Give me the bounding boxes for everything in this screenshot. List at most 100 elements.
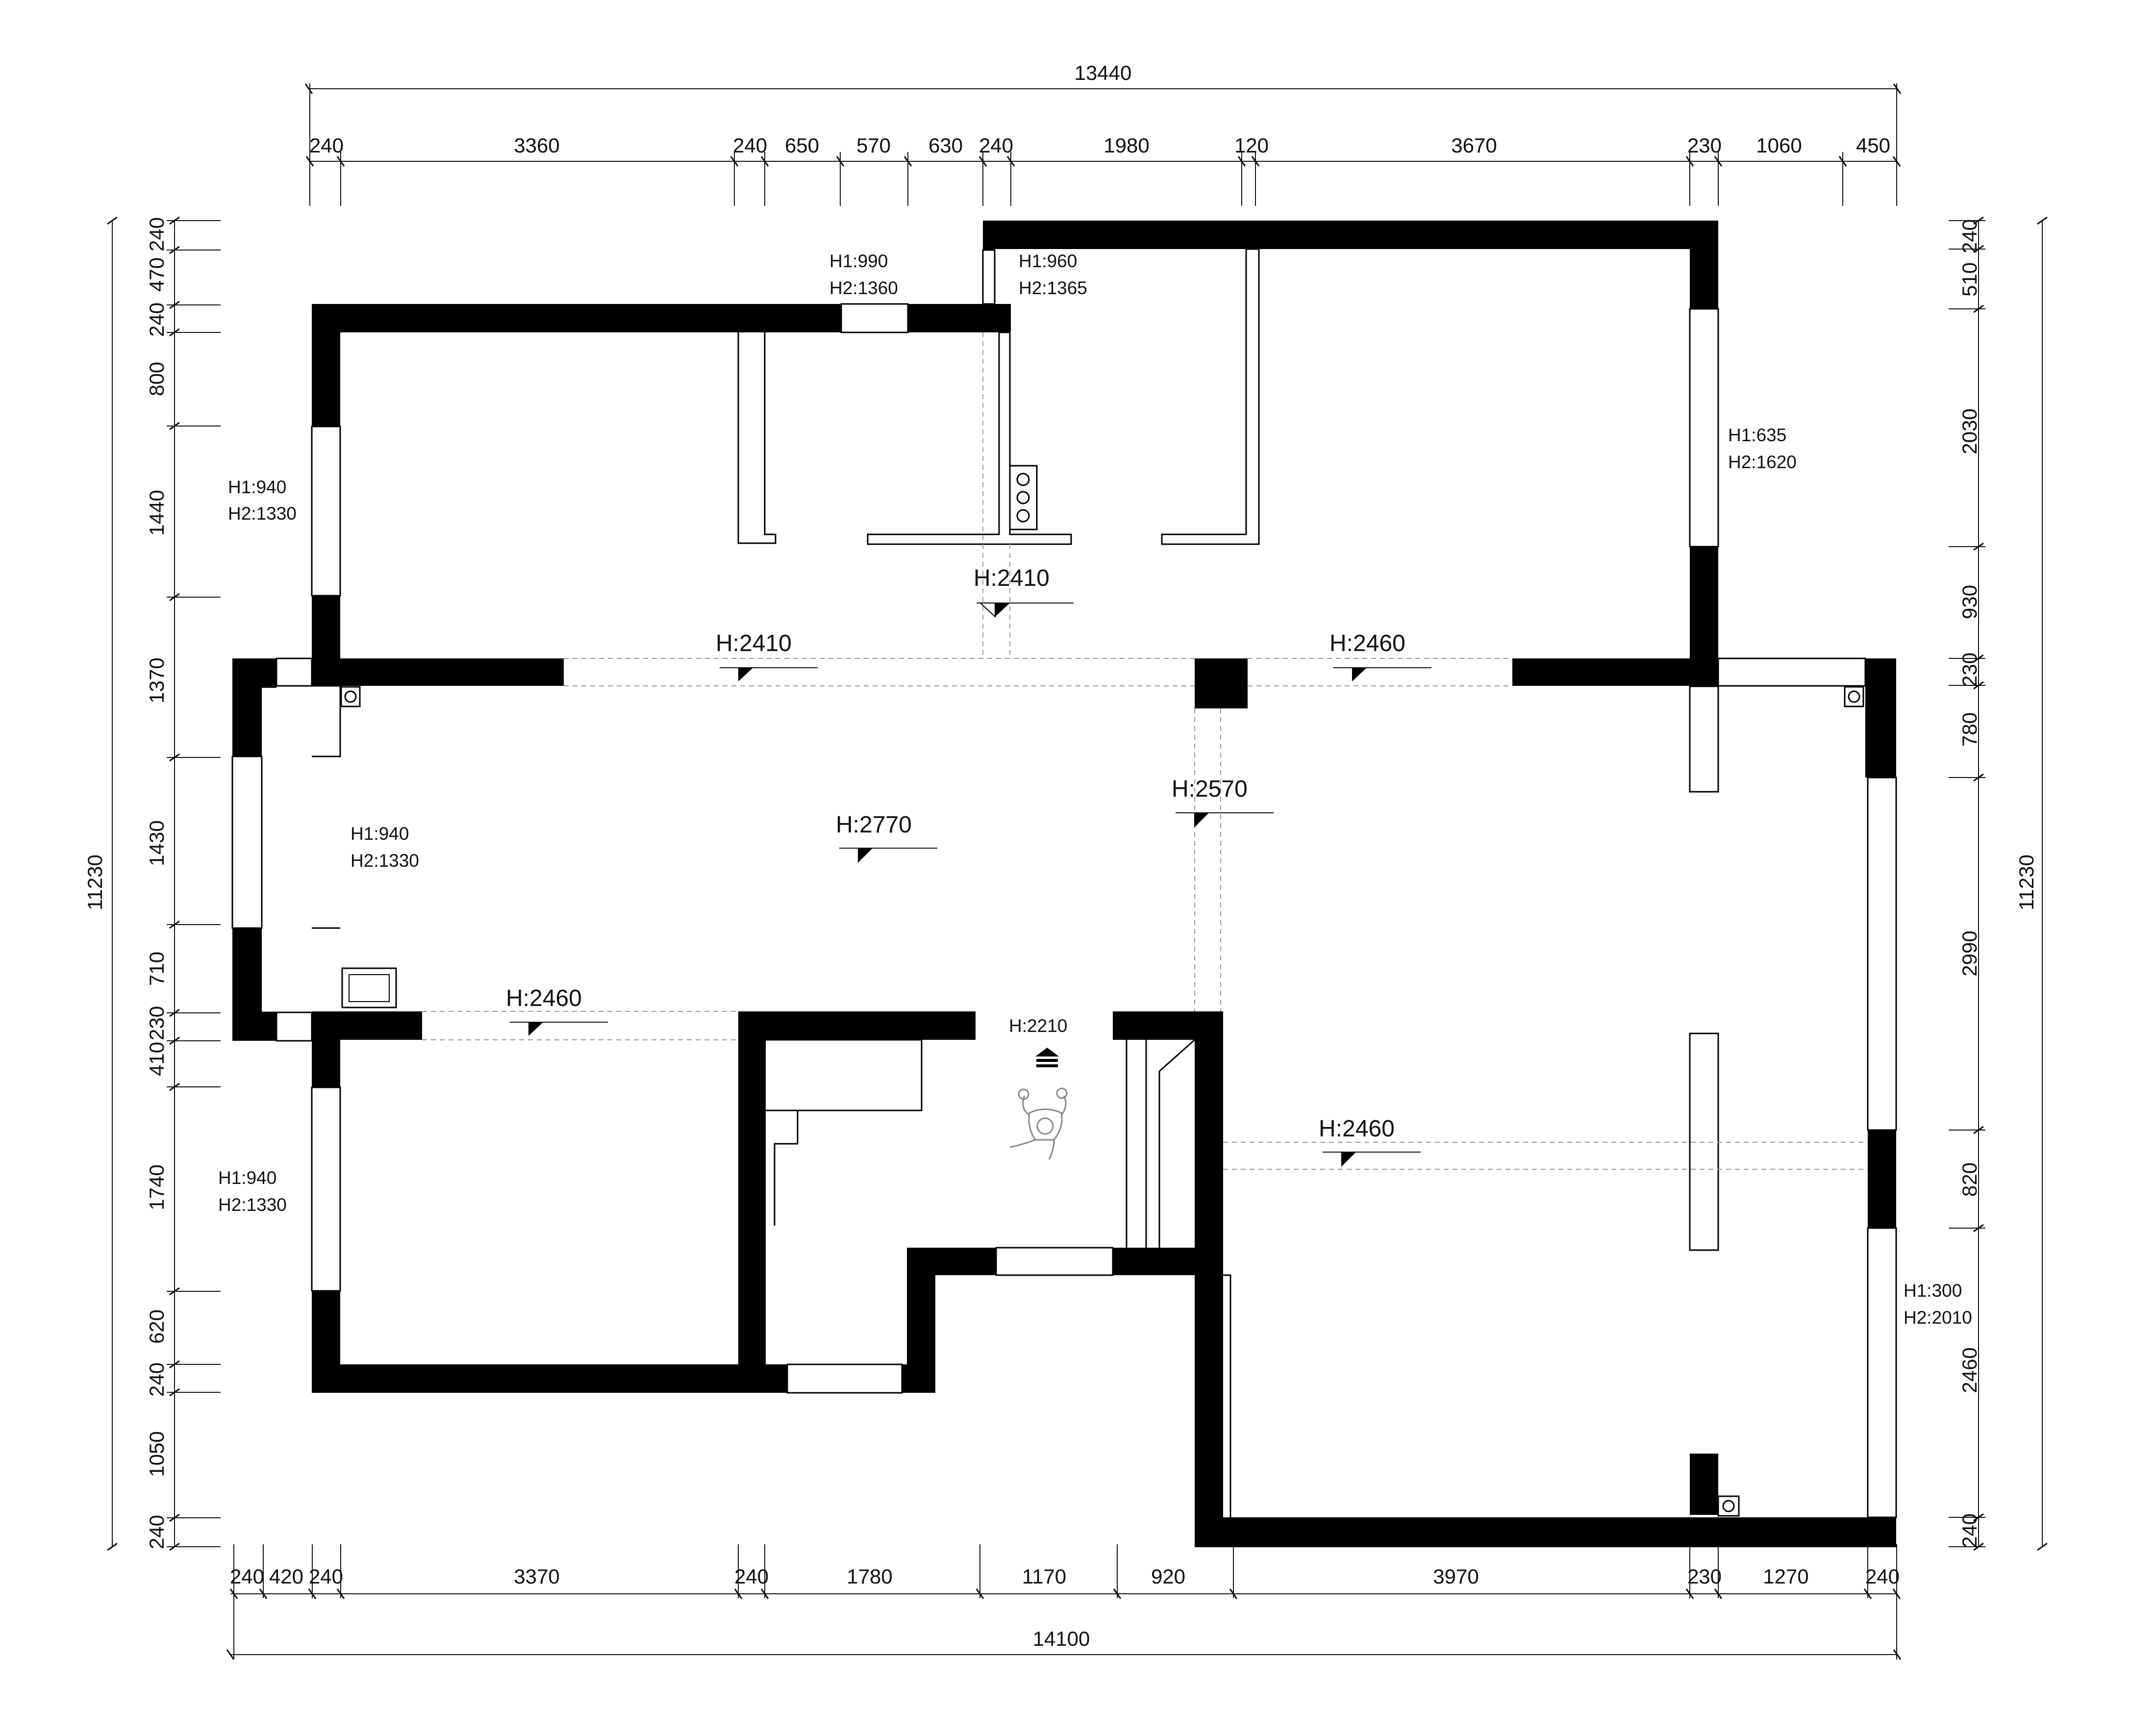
top-dim-4: 650 bbox=[785, 134, 819, 157]
door-height-label: H:2210 bbox=[1009, 1016, 1067, 1036]
svg-text:H:2460: H:2460 bbox=[1329, 630, 1405, 656]
top-dim-12: 1060 bbox=[1756, 134, 1802, 157]
top-dim-2: 3360 bbox=[514, 134, 559, 157]
bottom-dim-5: 240 bbox=[734, 1565, 769, 1588]
partitions bbox=[262, 248, 1719, 1517]
left-dim-8: 710 bbox=[145, 952, 168, 986]
left-dim-12: 620 bbox=[145, 1309, 168, 1344]
top-dim-1: 240 bbox=[309, 134, 344, 157]
ceiling-lines bbox=[422, 332, 1868, 1170]
dimension-lines bbox=[107, 83, 2048, 1660]
window-label-7-h1: H1:300 bbox=[1904, 1281, 1962, 1301]
window-right-side bbox=[1867, 777, 1897, 1131]
bottom-dim-2: 420 bbox=[269, 1565, 303, 1588]
svg-text:H:2410: H:2410 bbox=[974, 565, 1050, 591]
window-right-upper bbox=[1689, 308, 1719, 548]
left-dim-3: 240 bbox=[145, 302, 168, 337]
left-dim-13: 240 bbox=[145, 1362, 168, 1397]
gas-meter-icon bbox=[1009, 465, 1038, 530]
left-dim-9: 230 bbox=[145, 1006, 168, 1040]
window-label-2-h2: H2:1365 bbox=[1019, 278, 1087, 298]
right-dim-3: 2030 bbox=[1958, 408, 1981, 454]
height-marker-6: H:2460 bbox=[506, 985, 608, 1036]
windows bbox=[231, 249, 1897, 1518]
top-dim-6: 630 bbox=[928, 134, 963, 157]
height-marker-5: H:2570 bbox=[1172, 776, 1274, 828]
window-label-7-h2: H2:2010 bbox=[1904, 1308, 1972, 1328]
ceiling-height-markers: H:2410 H:2410 H:2460 H:2770 H:2570 H:246… bbox=[506, 565, 1431, 1167]
left-dim-4: 800 bbox=[145, 362, 168, 396]
window-label-1-h2: H2:1360 bbox=[829, 278, 898, 298]
left-dim-1: 240 bbox=[145, 217, 168, 251]
height-marker-3: H:2460 bbox=[1329, 630, 1431, 681]
right-dim-2: 510 bbox=[1958, 262, 1981, 297]
height-marker-1: H:2410 bbox=[974, 565, 1074, 618]
svg-text:H:2770: H:2770 bbox=[836, 812, 912, 838]
window-label-5-h1: H1:940 bbox=[351, 824, 409, 844]
opening-corridor bbox=[995, 1247, 1114, 1276]
top-dim-8: 1980 bbox=[1103, 134, 1149, 157]
bottom-dim-12: 240 bbox=[1865, 1565, 1900, 1588]
bottom-dim-6: 1780 bbox=[847, 1565, 892, 1588]
right-dim-4: 930 bbox=[1958, 585, 1981, 619]
left-dim-7: 1430 bbox=[145, 820, 168, 866]
right-dim-6: 780 bbox=[1958, 712, 1981, 747]
svg-text:H:2460: H:2460 bbox=[506, 985, 582, 1011]
window-top-slit bbox=[982, 249, 996, 305]
left-dim-10: 410 bbox=[145, 1042, 168, 1076]
window-bay-side bbox=[231, 755, 263, 929]
svg-text:H:2570: H:2570 bbox=[1172, 776, 1248, 802]
left-dim-15: 240 bbox=[145, 1515, 168, 1549]
top-dim-9: 120 bbox=[1234, 134, 1269, 157]
pipe-icon bbox=[340, 686, 361, 707]
window-label-6-h1: H1:940 bbox=[218, 1168, 276, 1188]
right-dim-5: 230 bbox=[1958, 653, 1981, 687]
left-dim-14: 1050 bbox=[145, 1431, 168, 1477]
left-dim-2: 470 bbox=[145, 257, 168, 292]
sink-icon bbox=[341, 967, 397, 1008]
bottom-dim-7: 1170 bbox=[1022, 1565, 1066, 1588]
top-dim-13: 450 bbox=[1856, 134, 1890, 157]
right-dim-7: 2990 bbox=[1958, 930, 1981, 976]
bottom-dim-9: 3970 bbox=[1433, 1565, 1479, 1588]
window-label-3-h2: H2:1620 bbox=[1728, 452, 1797, 472]
window-left-upper bbox=[311, 426, 341, 597]
bottom-dim-8: 920 bbox=[1151, 1565, 1185, 1588]
top-dim-3: 240 bbox=[733, 134, 767, 157]
window-label-2-h1: H1:960 bbox=[1019, 251, 1077, 271]
person-icon bbox=[1009, 1087, 1068, 1160]
window-top-left bbox=[840, 303, 909, 333]
right-dim-10: 240 bbox=[1958, 1513, 1981, 1548]
bottom-dim-1: 240 bbox=[230, 1565, 264, 1588]
window-height-labels: H1:990 H2:1360 H1:960 H2:1365 H1:635 H2:… bbox=[218, 251, 1972, 1328]
left-dim-5: 1440 bbox=[145, 490, 168, 535]
bottom-dim-4: 3370 bbox=[514, 1565, 559, 1588]
top-dim-5: 570 bbox=[856, 134, 891, 157]
top-dim-7: 240 bbox=[979, 134, 1013, 157]
right-total-dim: 11230 bbox=[2015, 855, 2038, 910]
window-label-5-h2: H2:1330 bbox=[351, 851, 419, 871]
height-marker-4: H:2770 bbox=[836, 812, 937, 863]
window-label-4-h1: H1:940 bbox=[228, 477, 286, 497]
window-bay-bottom bbox=[276, 1011, 313, 1042]
walls bbox=[232, 221, 1896, 1547]
window-right-lower bbox=[1867, 1227, 1897, 1518]
opening-right-top bbox=[1717, 657, 1866, 687]
window-left-lower bbox=[311, 1086, 341, 1292]
window-label-1-h1: H1:990 bbox=[829, 251, 888, 271]
svg-text:H:2410: H:2410 bbox=[716, 630, 792, 656]
top-dim-10: 3670 bbox=[1451, 134, 1497, 157]
bottom-dim-10: 230 bbox=[1687, 1565, 1722, 1588]
height-marker-7: H:2460 bbox=[1319, 1116, 1421, 1167]
window-label-3-h1: H1:635 bbox=[1728, 425, 1786, 445]
svg-text:H:2460: H:2460 bbox=[1319, 1116, 1395, 1142]
top-dim-11: 230 bbox=[1687, 134, 1722, 157]
left-total-dim: 11230 bbox=[83, 855, 106, 910]
left-dim-6: 1370 bbox=[145, 657, 168, 703]
top-total-dim: 13440 bbox=[1075, 61, 1132, 84]
right-dim-9: 2460 bbox=[1958, 1347, 1981, 1393]
bottom-dim-3: 240 bbox=[309, 1565, 343, 1588]
dimension-texts: 13440 14100 11230 11230 240 3360 240 650… bbox=[83, 61, 2038, 1650]
entrance-arrow-icon bbox=[1035, 1048, 1059, 1067]
